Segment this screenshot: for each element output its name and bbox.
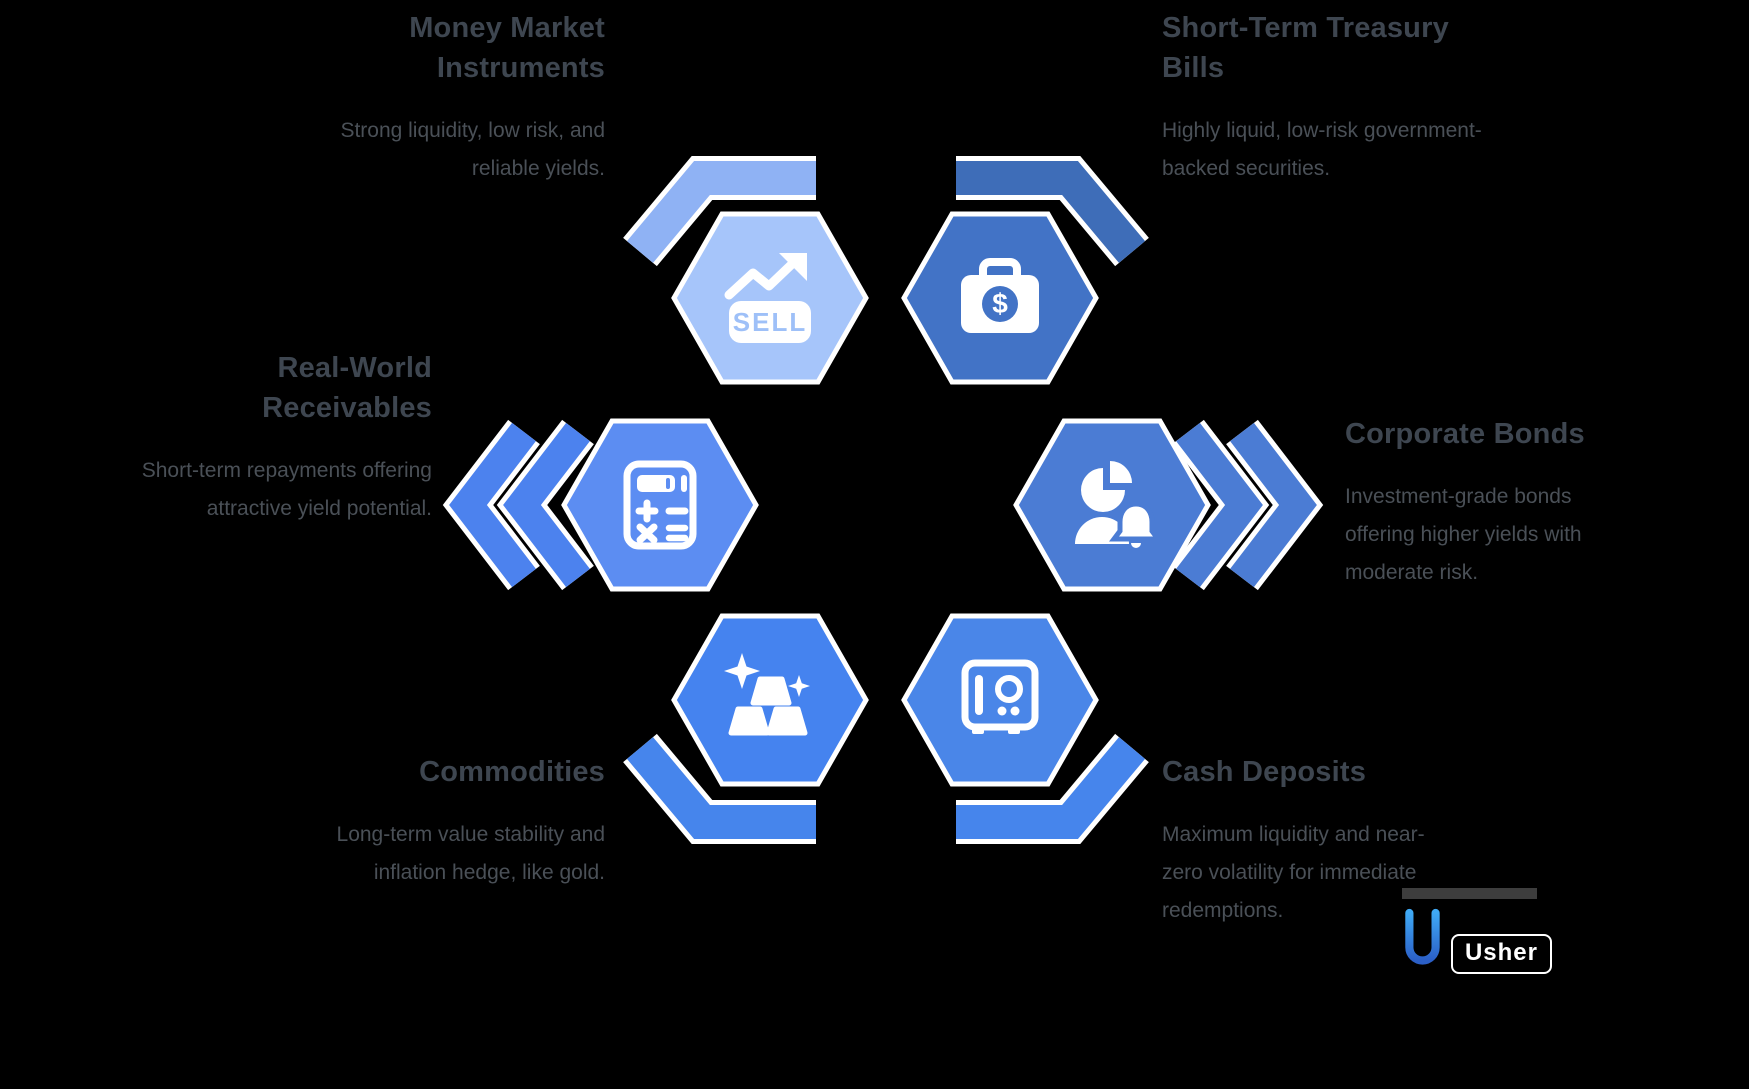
card-corporate-bonds: Corporate Bonds Investment-grade bonds o… bbox=[1345, 414, 1610, 591]
card-description: Short-term repayments offering attractiv… bbox=[141, 459, 432, 520]
card-title: Short-Term Treasury Bills bbox=[1162, 12, 1449, 85]
card-cash-deposits: Cash Deposits Maximum liquidity and near… bbox=[1162, 752, 1442, 929]
logo-row: Usher bbox=[1402, 904, 1552, 976]
svg-text:SELL: SELL bbox=[733, 307, 807, 337]
brand-logo-u-icon bbox=[1405, 908, 1440, 965]
hexagon-money-market bbox=[671, 211, 869, 385]
safe-vault-icon bbox=[961, 659, 1039, 734]
card-title: Real-World Receivables bbox=[262, 352, 432, 425]
flow-chevrons-left bbox=[442, 419, 594, 591]
svg-text:$: $ bbox=[992, 288, 1008, 319]
card-description: Maximum liquidity and near-zero volatili… bbox=[1162, 823, 1425, 922]
flow-chevrons-right bbox=[1172, 419, 1324, 591]
card-treasury-bills: Short-Term Treasury Bills Highly liquid,… bbox=[1162, 8, 1492, 188]
flow-arrow-bottom-left bbox=[623, 733, 816, 844]
card-title: Commodities bbox=[419, 756, 605, 788]
card-title: Money Market Instruments bbox=[409, 12, 605, 85]
card-title: Cash Deposits bbox=[1162, 756, 1367, 788]
card-description: Investment-grade bonds offering higher y… bbox=[1345, 485, 1582, 584]
logo-tagline-bar bbox=[1402, 888, 1537, 899]
hexagon-cash-deposits bbox=[901, 613, 1099, 787]
card-commodities: Commodities Long-term value stability an… bbox=[310, 752, 605, 892]
gold-bars-icon bbox=[724, 653, 810, 736]
sell-chart-icon: SELL bbox=[724, 253, 811, 343]
flow-arrow-bottom-right bbox=[956, 733, 1149, 844]
person-piechart-bell-icon bbox=[1075, 461, 1163, 548]
card-money-market: Money Market Instruments Strong liquidit… bbox=[300, 8, 605, 188]
brand-name: Usher bbox=[1464, 939, 1538, 966]
card-description: Highly liquid, low-risk government-backe… bbox=[1162, 119, 1482, 180]
card-description: Long-term value stability and inflation … bbox=[336, 823, 605, 884]
flow-arrow-top-left bbox=[623, 156, 816, 267]
hexagon-receivables bbox=[561, 418, 759, 592]
brand-logo: Usher bbox=[1402, 888, 1552, 976]
brand-name-box: Usher bbox=[1450, 934, 1552, 974]
card-title: Corporate Bonds bbox=[1345, 418, 1585, 450]
card-description: Strong liquidity, low risk, and reliable… bbox=[340, 119, 605, 180]
card-receivables: Real-World Receivables Short-term repaym… bbox=[112, 348, 432, 528]
calculator-icon bbox=[623, 460, 697, 550]
briefcase-dollar-icon: $ bbox=[961, 258, 1039, 333]
flow-arrow-top-right bbox=[956, 156, 1149, 267]
